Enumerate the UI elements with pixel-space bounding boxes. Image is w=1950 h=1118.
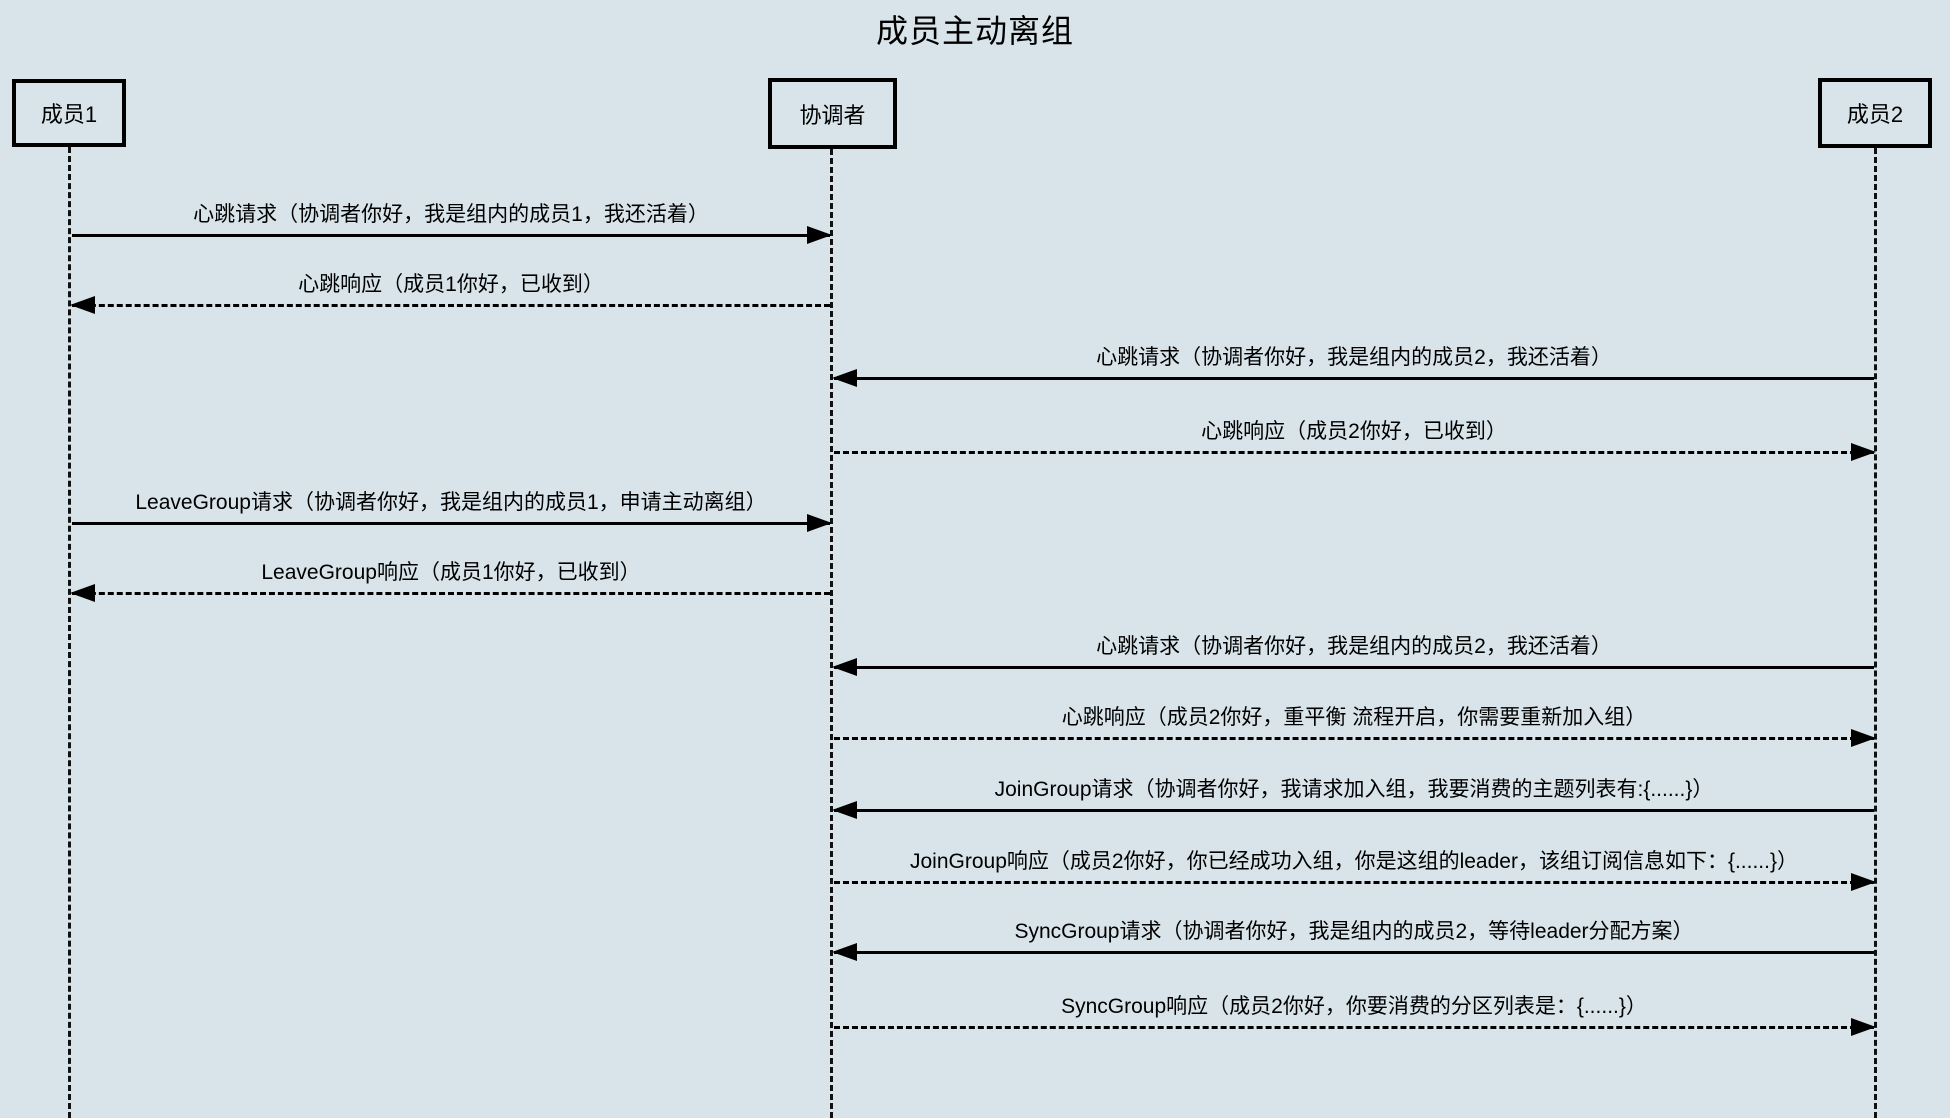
message-line	[72, 592, 830, 595]
participant-label-member1: 成员1	[40, 102, 98, 127]
arrow-head-icon	[1851, 873, 1876, 891]
arrow-head-icon	[1851, 443, 1876, 461]
arrow-head-icon	[70, 584, 95, 602]
arrow-head-icon	[807, 226, 832, 244]
message-label: JoinGroup响应（成员2你好，你已经成功入组，你是这组的leader，该组…	[910, 850, 1798, 873]
message-label: 心跳请求（协调者你好，我是组内的成员2，我还活着）	[1096, 635, 1612, 658]
arrow-head-icon	[832, 658, 857, 676]
lifeline-member1	[68, 147, 71, 1118]
participant-box-coordinator: 协调者	[768, 78, 897, 149]
message-line	[834, 737, 1874, 740]
arrow-head-icon	[1851, 729, 1876, 747]
message-line	[72, 304, 830, 307]
message-label: 心跳响应（成员2你好，已收到）	[1201, 420, 1507, 443]
message-line	[834, 809, 1874, 812]
message-label: 心跳响应（成员1你好，已收到）	[298, 273, 604, 296]
arrow-head-icon	[807, 514, 832, 532]
message-label: LeaveGroup响应（成员1你好，已收到）	[261, 561, 641, 584]
message-label: LeaveGroup请求（协调者你好，我是组内的成员1，申请主动离组）	[135, 491, 767, 514]
arrow-head-icon	[832, 369, 857, 387]
participant-box-member1: 成员1	[12, 79, 126, 147]
message-line	[834, 1026, 1874, 1029]
participant-label-member2: 成员2	[1846, 102, 1904, 127]
diagram-title: 成员主动离组	[875, 13, 1074, 49]
message-label: 心跳请求（协调者你好，我是组内的成员1，我还活着）	[193, 203, 709, 226]
message-line	[834, 951, 1874, 954]
message-line	[834, 451, 1874, 454]
arrow-head-icon	[832, 801, 857, 819]
message-line	[72, 234, 830, 237]
arrow-head-icon	[1851, 1018, 1876, 1036]
message-label: 心跳响应（成员2你好，重平衡 流程开启，你需要重新加入组）	[1061, 706, 1647, 729]
message-label: SyncGroup响应（成员2你好，你要消费的分区列表是：{......}）	[1061, 995, 1647, 1018]
arrow-head-icon	[70, 296, 95, 314]
message-label: 心跳请求（协调者你好，我是组内的成员2，我还活着）	[1096, 346, 1612, 369]
message-label: JoinGroup请求（协调者你好，我请求加入组，我要消费的主题列表有:{...…	[994, 778, 1714, 801]
message-line	[834, 881, 1874, 884]
message-line	[834, 666, 1874, 669]
arrow-head-icon	[832, 943, 857, 961]
participant-box-member2: 成员2	[1818, 78, 1932, 148]
message-line	[72, 522, 830, 525]
participant-label-coordinator: 协调者	[799, 102, 866, 128]
lifeline-coordinator	[830, 149, 833, 1118]
message-line	[834, 377, 1874, 380]
message-label: SyncGroup请求（协调者你好，我是组内的成员2，等待leader分配方案）	[1014, 920, 1694, 943]
lifeline-member2	[1874, 148, 1877, 1118]
